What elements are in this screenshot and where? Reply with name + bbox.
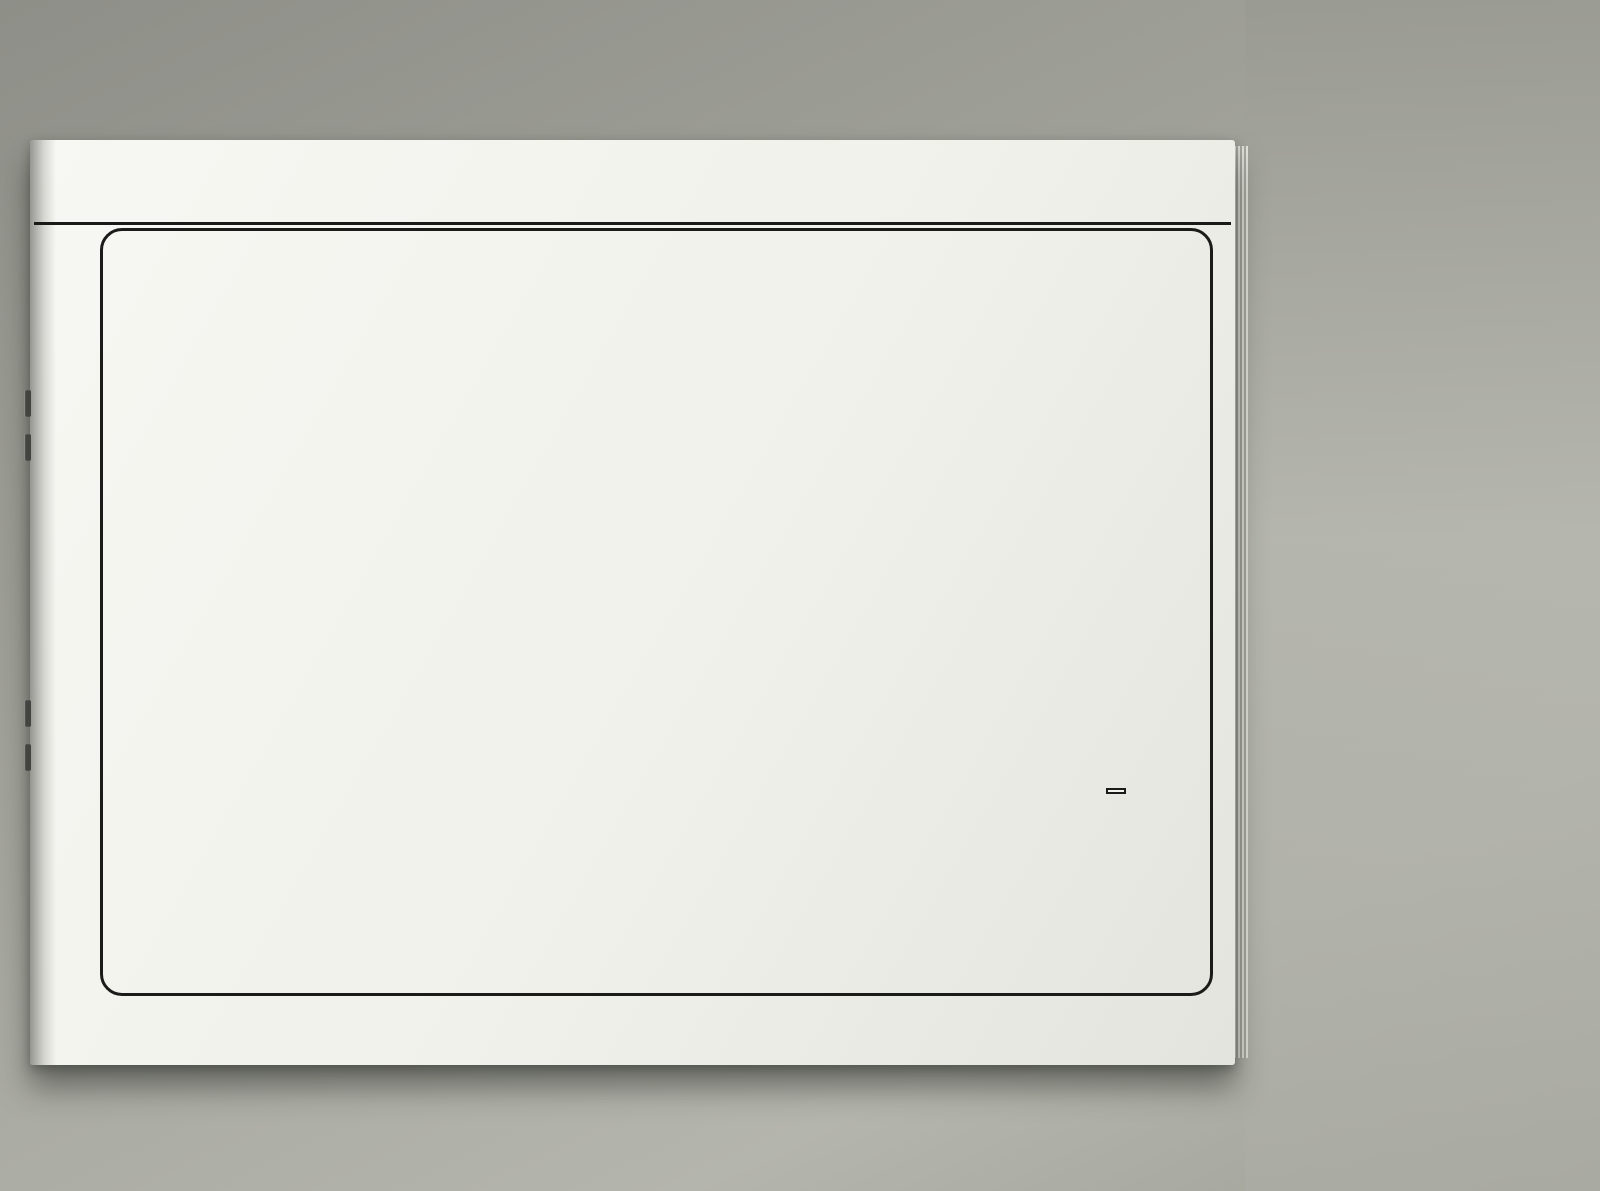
photo-light-band	[1245, 0, 1600, 1191]
staple-icon	[24, 434, 31, 461]
part-number-box	[1106, 788, 1126, 794]
staple-icon	[24, 390, 31, 417]
diagram-border	[100, 228, 1213, 996]
staple-icon	[24, 744, 31, 771]
booklet-binding	[30, 140, 56, 1065]
staple-icon	[24, 700, 31, 727]
booklet-page	[30, 140, 1235, 1065]
title-rule	[34, 222, 1231, 225]
wiring-diagram	[100, 228, 1207, 990]
